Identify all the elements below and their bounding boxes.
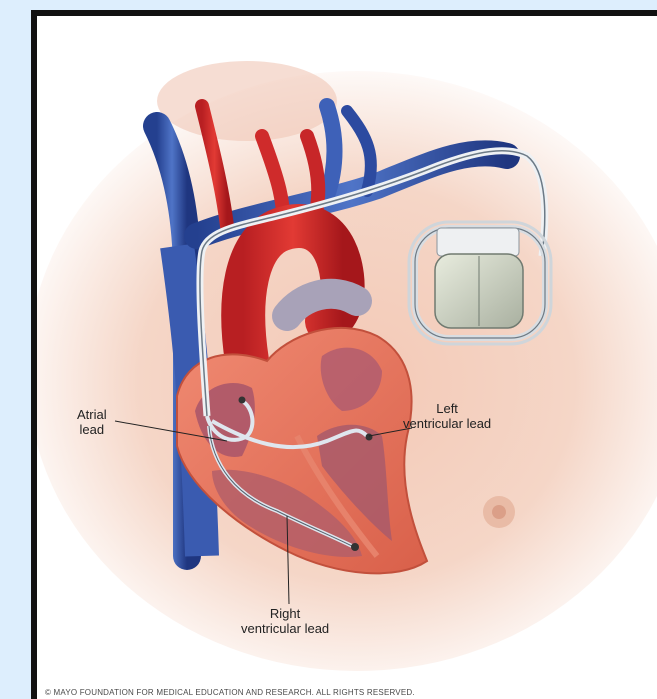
atrial-lead-label-line2: lead: [77, 422, 107, 437]
left-ventricular-lead-label-line1: Left: [403, 401, 491, 416]
right-ventricular-lead-label: Right ventricular lead: [241, 606, 329, 636]
right-ventricular-lead-label-line2: ventricular lead: [241, 621, 329, 636]
pacemaker-illustration: [37, 16, 657, 699]
right-ventricular-lead-label-line1: Right: [241, 606, 329, 621]
copyright-notice: © MAYO FOUNDATION FOR MEDICAL EDUCATION …: [45, 688, 415, 697]
illustration-panel: Atrial lead Left ventricular lead Right …: [37, 16, 657, 699]
left-ventricular-lead-tip: [366, 434, 373, 441]
upper-vein: [327, 106, 335, 196]
neck-shadow: [157, 61, 337, 141]
atrial-lead-label: Atrial lead: [77, 407, 107, 437]
left-ventricular-lead-label-line2: ventricular lead: [403, 416, 491, 431]
atrial-lead-tip: [239, 397, 246, 404]
right-ventricular-lead-tip: [351, 543, 359, 551]
atrial-lead-label-line1: Atrial: [77, 407, 107, 422]
left-ventricular-lead-label: Left ventricular lead: [403, 401, 491, 431]
image-frame: Atrial lead Left ventricular lead Right …: [31, 10, 657, 699]
